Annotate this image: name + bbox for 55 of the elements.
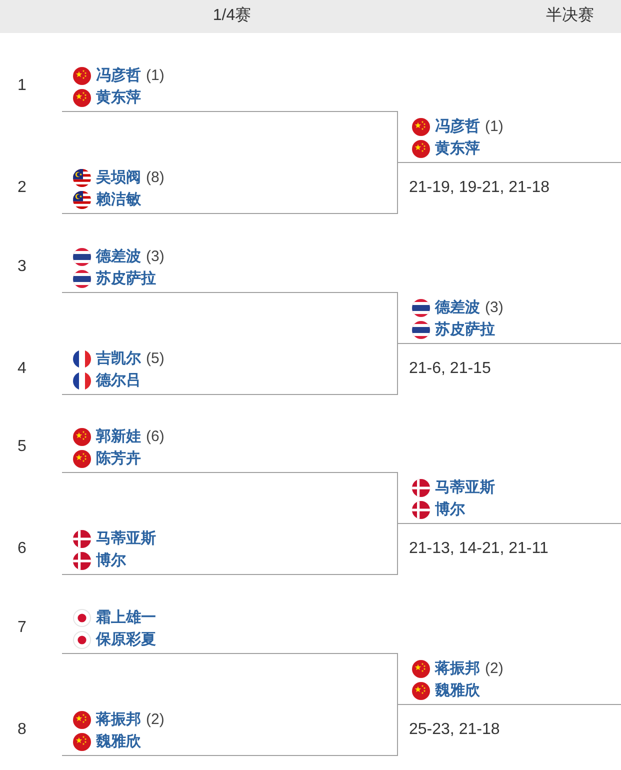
match-score: 21-6, 21-15 (409, 359, 491, 379)
player-name: 马蒂亚斯 (435, 478, 495, 498)
seed-number: (5) (146, 349, 164, 369)
player-name: 蒋振邦 (96, 710, 141, 730)
player-name: 黄东萍 (435, 139, 480, 159)
match-score: 21-19, 19-21, 21-18 (409, 178, 550, 198)
player-name: 博尔 (435, 500, 465, 520)
bracket-line (397, 653, 398, 705)
seed-number: (3) (146, 247, 164, 267)
match-number: 1 (18, 76, 26, 96)
player-name: 吴埙阀 (96, 168, 141, 188)
seed-number: (1) (485, 117, 504, 137)
player-name: 吉凯尔 (96, 349, 141, 369)
player-name: 苏皮萨拉 (435, 320, 495, 340)
seed-number: (2) (485, 659, 504, 679)
seed-number: (1) (146, 66, 164, 86)
match-number: 3 (18, 257, 26, 277)
seed-number: (3) (485, 298, 504, 318)
column-header: 半决赛 (546, 6, 594, 26)
player-name: 赖洁敏 (96, 190, 141, 210)
seed-number: (6) (146, 427, 164, 447)
match-number: 2 (18, 178, 26, 198)
match-score: 21-13, 14-21, 21-11 (409, 539, 548, 559)
player-name: 冯彦哲 (96, 66, 141, 86)
seed-number: (8) (146, 168, 164, 188)
player-name: 德尔吕 (96, 371, 141, 391)
player-name: 霜上雄一 (96, 608, 156, 628)
player-name: 德差波 (96, 247, 141, 267)
bracket-line (397, 111, 398, 163)
column-header: 1/4赛 (212, 6, 252, 26)
player-name: 冯彦哲 (435, 117, 480, 137)
player-name: 苏皮萨拉 (96, 269, 156, 289)
player-name: 马蒂亚斯 (96, 529, 156, 549)
bracket-line (397, 472, 398, 524)
player-name: 德差波 (435, 298, 480, 318)
bracket-line (397, 162, 398, 214)
player-name: 黄东萍 (96, 88, 141, 108)
bracket-line (397, 292, 398, 344)
seed-number: (2) (146, 710, 164, 730)
match-number: 8 (18, 720, 26, 740)
player-name: 魏雅欣 (96, 732, 141, 752)
bracket-line (397, 523, 398, 575)
bracket-line (397, 343, 398, 395)
match-score: 25-23, 21-18 (409, 720, 500, 740)
player-name: 魏雅欣 (435, 681, 480, 701)
player-name: 蒋振邦 (435, 659, 480, 679)
match-number: 4 (18, 359, 26, 379)
bracket-line (397, 704, 398, 756)
match-number: 6 (18, 539, 26, 559)
player-name: 陈芳卉 (96, 449, 141, 469)
match-number: 5 (18, 437, 26, 457)
player-name: 保原彩夏 (96, 630, 156, 650)
player-name: 郭新娃 (96, 427, 141, 447)
match-number: 7 (18, 618, 26, 638)
player-name: 博尔 (96, 551, 126, 571)
